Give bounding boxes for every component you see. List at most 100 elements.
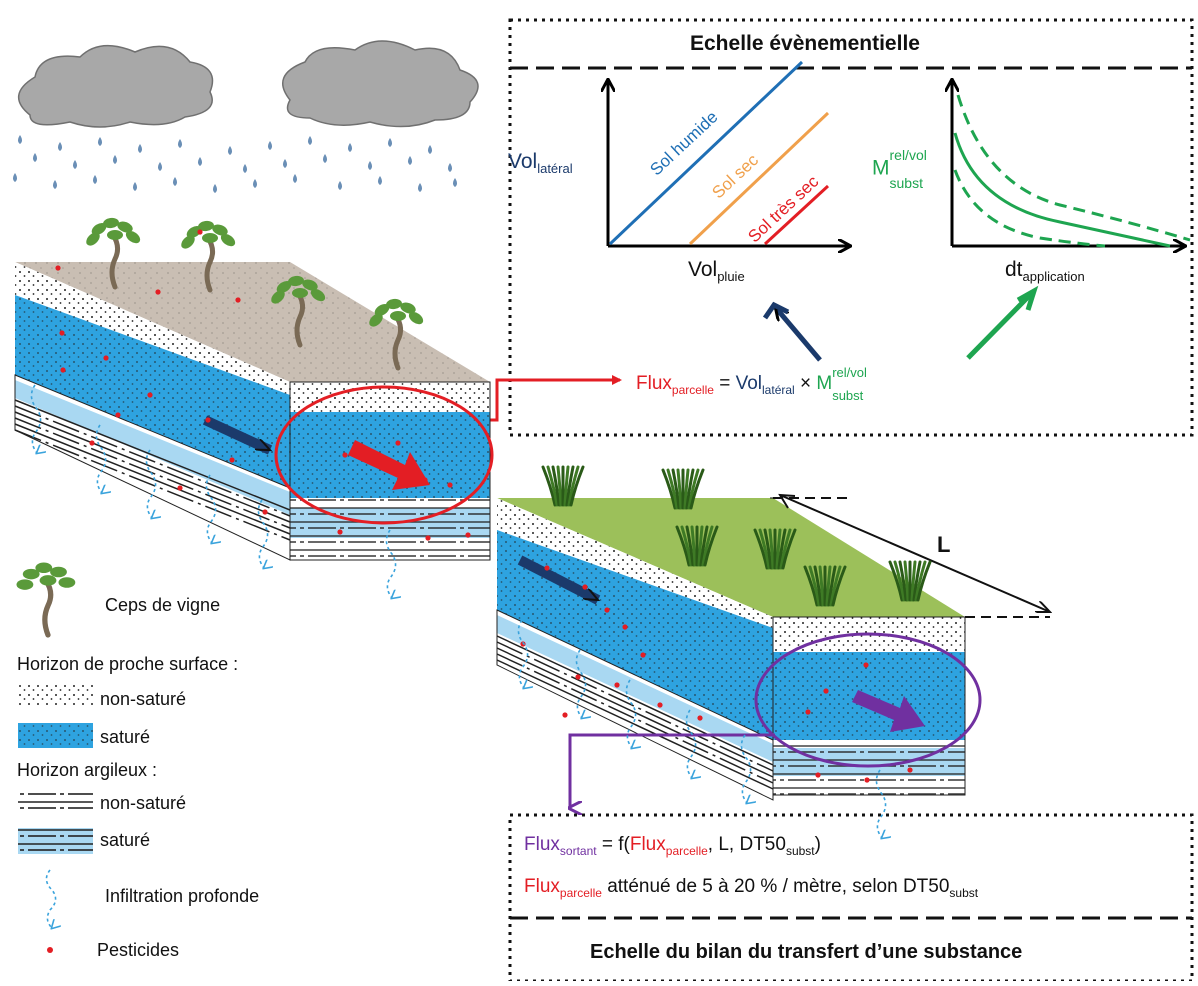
pesticide-dot — [447, 482, 453, 488]
pesticide-dot — [425, 535, 431, 541]
pesticide-dot — [235, 297, 241, 303]
rain-drops — [13, 135, 457, 193]
rain-drop — [408, 156, 412, 165]
legend-pesticides-label: Pesticides — [97, 940, 180, 960]
rain-drop — [13, 173, 17, 182]
vine-plant — [181, 220, 236, 293]
rain-drop — [213, 184, 217, 193]
infiltration-arrow — [257, 499, 267, 568]
pesticide-dot — [155, 289, 161, 295]
pesticide-dot — [604, 607, 610, 613]
strip-length-label: L — [937, 532, 951, 557]
connector-red — [490, 375, 622, 422]
decay-curve-main — [953, 132, 1171, 248]
legend-infiltration-icon — [45, 869, 55, 928]
rain-drop — [93, 175, 97, 184]
flow-arrow-dark-2 — [517, 555, 601, 605]
legend-pesticide-dot — [47, 947, 53, 953]
rain-drop — [308, 136, 312, 145]
legend-clay-title: Horizon argileux : — [17, 760, 158, 780]
grass-tufts — [541, 465, 932, 607]
grass-tuft — [675, 525, 719, 567]
event-scale-title: Echelle évènementielle — [690, 32, 920, 55]
pesticide-dot — [805, 709, 811, 715]
arrow-vol-to-chart — [776, 308, 822, 362]
pesticide-dot — [614, 682, 620, 688]
pesticide-dot — [115, 412, 121, 418]
pesticide-dot — [197, 229, 203, 235]
infiltration-arrow — [145, 449, 155, 518]
x-axis-label-vol: Volpluie — [688, 258, 745, 285]
vine-plant — [369, 298, 424, 371]
pesticide-dot — [863, 662, 869, 668]
vine-plant — [86, 217, 141, 290]
pesticide-dot — [177, 485, 183, 491]
legend-clay-unsat-label: non-saturé — [100, 793, 187, 813]
parcel-flux-ellipse — [274, 385, 494, 525]
pesticide-dot — [422, 477, 428, 483]
rain-drop — [228, 146, 232, 155]
legend-vine-label: Ceps de vigne — [105, 595, 221, 615]
infiltration-arrow — [875, 769, 885, 838]
rain-drop — [138, 144, 142, 153]
infiltration-arrow — [740, 734, 750, 803]
flow-arrow-purple — [852, 690, 925, 732]
pesticide-dot — [640, 652, 646, 658]
formula-attenuation: Fluxparcelle atténué de 5 à 20 % / mètre… — [524, 876, 979, 900]
pesticide-dot — [59, 330, 65, 336]
pesticide-dot — [465, 532, 471, 538]
pesticide-dot — [205, 417, 211, 423]
balance-scale-box — [508, 813, 1194, 983]
outlet-flux-ellipse — [754, 632, 982, 768]
pesticide-dot — [262, 509, 268, 515]
pesticide-dot — [815, 772, 821, 778]
rain-drop — [348, 143, 352, 152]
rain-drop — [98, 137, 102, 146]
pesticide-dot — [55, 265, 61, 271]
chart-volume-axes — [608, 60, 850, 246]
x-axis-label-dt: dtapplication — [1005, 258, 1085, 285]
pesticide-dot — [582, 584, 588, 590]
rain-drop — [253, 179, 257, 188]
rain-drop — [283, 159, 287, 168]
decay-curve-lower — [953, 169, 1106, 248]
rain-drop — [173, 177, 177, 186]
rain-drop — [448, 163, 452, 172]
vine-plant — [271, 275, 326, 348]
pesticide-dots — [55, 229, 913, 783]
formula-flux-sortant: Fluxsortant = f(Fluxparcelle, L, DT50sub… — [524, 834, 821, 858]
y-axis-label-vol: Vollatéral — [508, 150, 573, 177]
legend-near-sat-label: saturé — [100, 727, 151, 747]
infiltration-arrow — [30, 384, 40, 453]
pesticide-dot — [697, 715, 703, 721]
vineyard-block — [14, 262, 494, 561]
pesticide-dot — [864, 777, 870, 783]
rain-drop — [73, 160, 77, 169]
rain-drop — [33, 153, 37, 162]
rain-drop — [18, 135, 22, 144]
infiltration-arrow — [625, 679, 635, 748]
pesticide-dot — [823, 688, 829, 694]
rain-drop — [388, 138, 392, 147]
grass-strip-block — [496, 498, 982, 801]
pesticide-dot — [657, 702, 663, 708]
rain-drop — [418, 183, 422, 192]
legend-clay-sat-label: saturé — [100, 830, 151, 850]
line-sol-humide — [608, 60, 804, 246]
pesticide-dot — [622, 624, 628, 630]
rain-drop — [428, 145, 432, 154]
infiltration-arrow — [685, 709, 695, 778]
rain-drop — [113, 155, 117, 164]
rain-drop — [58, 142, 62, 151]
legend-vine-icon — [16, 562, 76, 638]
rain-drop — [243, 164, 247, 173]
infiltration-arrow — [517, 619, 527, 688]
infiltration-arrow — [95, 424, 105, 493]
rain-drop — [453, 178, 457, 187]
grass-tuft — [541, 465, 585, 507]
balance-scale-title: Echelle du bilan du transfert d’une subs… — [590, 941, 1023, 963]
grass-tuft — [753, 528, 797, 570]
pesticide-dot — [60, 367, 66, 373]
